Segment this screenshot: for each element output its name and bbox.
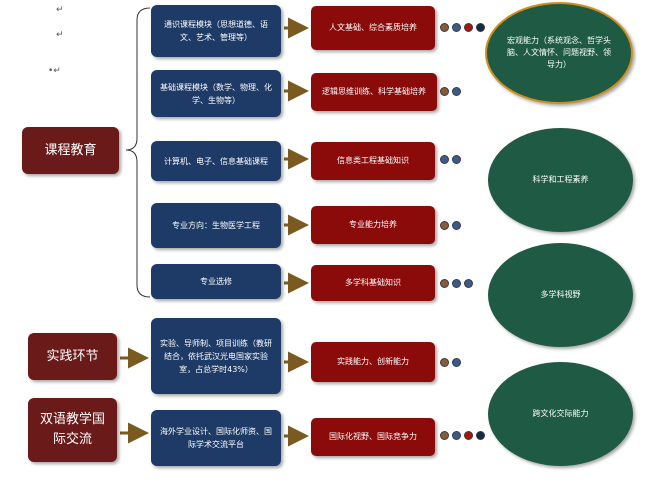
ability-macro: 宏观能力（系统观念、哲学头脑、人文情怀、问题视野、领导力） <box>485 2 633 104</box>
dot <box>440 431 449 440</box>
paragraph-mark-2: ↵ <box>56 30 64 40</box>
outcome-international: 国际化视野、国际竞争力 <box>311 418 435 456</box>
outcome-humanities: 人文基础、综合素质培养 <box>311 6 435 50</box>
dot <box>440 279 449 288</box>
outcome-engineering-basics: 信息类工程基础知识 <box>311 142 435 180</box>
outcome-logic: 逻辑思维训练、科学基础培养 <box>311 73 437 111</box>
ability-multidisciplinary: 多学科视野 <box>488 243 633 347</box>
dot <box>464 431 473 440</box>
dot <box>476 431 485 440</box>
curriculum-brace <box>125 7 151 298</box>
outcome-professional: 专业能力培养 <box>311 206 435 244</box>
category-curriculum: 课程教育 <box>22 127 119 174</box>
dot <box>452 358 461 367</box>
module-basic-courses: 基础课程模块（数学、物理、化学、生物等） <box>151 70 281 117</box>
paragraph-mark-3: •↵ <box>48 66 61 76</box>
module-electives: 专业选修 <box>151 264 281 299</box>
dot <box>452 23 461 32</box>
dot <box>476 23 485 32</box>
dot <box>452 221 461 230</box>
category-bilingual: 双语教学国际交流 <box>28 398 117 462</box>
dot <box>440 221 449 230</box>
module-practice: 实验、导师制、项目训练（教研结合，依托武汉光电国家实验室，占总学时43%） <box>151 318 281 394</box>
paragraph-mark-1: ↵ <box>56 5 64 15</box>
module-major-direction: 专业方向：生物医学工程 <box>151 203 281 248</box>
module-computing: 计算机、电子、信息基础课程 <box>151 141 281 181</box>
dot <box>440 87 449 96</box>
dot <box>452 155 461 164</box>
dot <box>464 23 473 32</box>
outcome-practice-innovation: 实践能力、创新能力 <box>311 342 435 382</box>
module-general-education: 通识课程模块（思想道德、语文、艺术、管理等） <box>151 5 281 57</box>
dot <box>452 279 461 288</box>
dot <box>440 358 449 367</box>
category-practice: 实践环节 <box>28 333 117 380</box>
dot <box>464 279 473 288</box>
dot <box>440 23 449 32</box>
module-international: 海外学业设计、国际化师资、国际学术交流平台 <box>151 410 281 466</box>
dot <box>440 155 449 164</box>
dot <box>452 87 461 96</box>
ability-cross-cultural: 跨文化交际能力 <box>488 362 633 466</box>
outcome-multidisciplinary: 多学科基础知识 <box>311 265 435 301</box>
ability-science-engineering: 科学和工程素养 <box>488 128 633 232</box>
dot <box>452 431 461 440</box>
